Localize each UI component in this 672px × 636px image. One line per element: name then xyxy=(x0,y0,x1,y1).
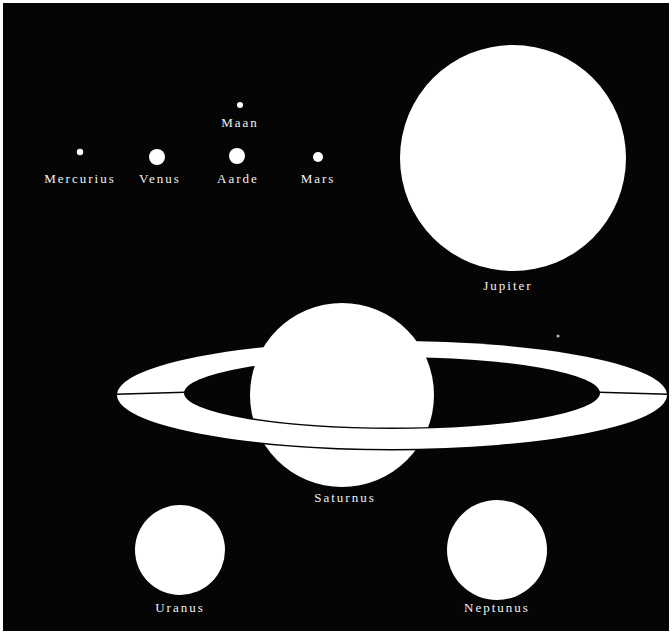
planet: Aarde xyxy=(228,147,246,165)
planet-name: Maan xyxy=(221,116,259,129)
planet-name: Saturnus xyxy=(314,491,376,504)
planet-disc xyxy=(77,149,83,155)
planet-name: Uranus xyxy=(155,601,205,614)
planet: Venus xyxy=(148,148,166,166)
planet-disc xyxy=(149,149,165,165)
planet: Maan xyxy=(236,101,244,109)
planet: Jupiter xyxy=(399,44,627,272)
planet-shape xyxy=(148,148,166,166)
planet-shape xyxy=(399,44,627,272)
planet-name: Neptunus xyxy=(464,601,530,614)
planet-disc xyxy=(400,45,626,271)
planet-disc xyxy=(313,152,323,162)
planet: Mars xyxy=(313,152,323,162)
planet-shape xyxy=(236,101,244,109)
ring-front xyxy=(117,393,667,449)
planet-name: Mercurius xyxy=(44,172,115,185)
planet-shape xyxy=(447,500,547,600)
planet-shape xyxy=(313,152,323,162)
planet-shape xyxy=(76,148,84,156)
planet-shape xyxy=(134,504,226,596)
planet: Mercurius xyxy=(76,148,84,156)
planet-name: Jupiter xyxy=(483,279,532,292)
planet-shape xyxy=(112,300,668,492)
planet: Neptunus xyxy=(447,500,547,600)
planet-name: Aarde xyxy=(217,172,259,185)
planet: Saturnus xyxy=(112,300,668,492)
planet-shape xyxy=(228,147,246,165)
small-dot xyxy=(557,335,560,338)
planet-disc xyxy=(447,500,547,600)
planet: Uranus xyxy=(134,504,226,596)
planet-disc xyxy=(237,102,243,108)
planet-disc xyxy=(135,505,225,595)
planet-name: Mars xyxy=(301,172,336,185)
planet-disc xyxy=(250,303,434,487)
planet-name: Venus xyxy=(139,172,181,185)
planet-disc xyxy=(229,148,245,164)
ring-front-fill xyxy=(117,393,667,449)
